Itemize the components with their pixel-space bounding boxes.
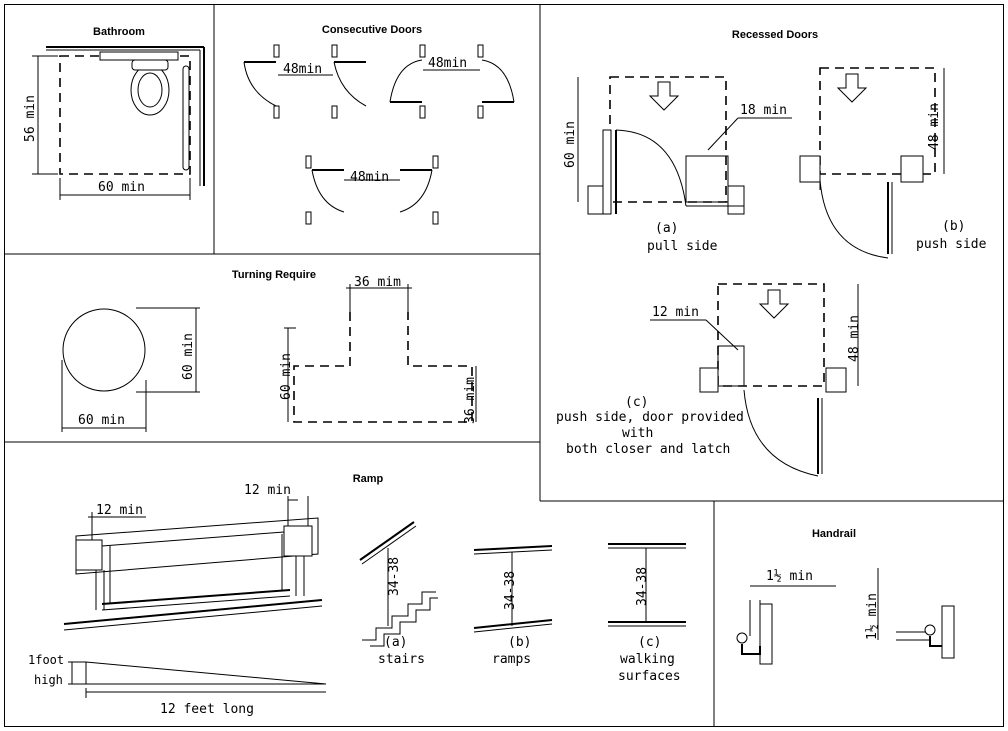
stairs-dim: 34-38 xyxy=(387,557,402,596)
t-right-dim: 36 mim xyxy=(463,377,478,424)
toilet-icon xyxy=(99,51,179,116)
walking-caption-2: surfaces xyxy=(618,669,681,684)
consecutive-dim-c: 48min xyxy=(350,170,389,185)
ramp-dim-left: 12 min xyxy=(96,503,143,518)
turning-circle-width: 60 min xyxy=(78,413,125,428)
direction-arrow-icon xyxy=(648,81,680,111)
stairs-caption: stairs xyxy=(378,652,425,667)
recessed-c-caption-3: both closer and latch xyxy=(566,442,730,457)
bathroom-panel: Bathroom 56 min 60 min xyxy=(23,26,205,200)
consecutive-dim-a: 48min xyxy=(283,62,322,77)
handrail-circle-left xyxy=(736,632,748,644)
slope-rise: 1foot xyxy=(28,653,64,667)
handrail-title: Handrail xyxy=(812,528,856,540)
turning-title: Turning Require xyxy=(232,269,316,281)
recessed-a-height: 60 min xyxy=(563,121,578,168)
turning-circle xyxy=(62,308,146,392)
recessed-c-offset: 12 min xyxy=(652,305,699,320)
walking-letter: (c) xyxy=(638,635,661,650)
grab-bar xyxy=(182,65,190,171)
recessed-doors-title: Recessed Doors xyxy=(732,29,818,41)
slope-run: 12 feet long xyxy=(160,702,254,717)
turning-circle-height: 60 min xyxy=(181,333,196,380)
stairs-letter: (a) xyxy=(384,635,407,650)
recessed-c-height: 48 min xyxy=(847,315,862,362)
ramps-letter: (b) xyxy=(508,635,531,650)
recessed-c-caption-2: with xyxy=(622,426,653,441)
t-turn-space xyxy=(293,312,473,423)
recessed-c-letter: (c) xyxy=(625,395,648,410)
recessed-doors-panel: Recessed Doors 60 min 18 min (a) pull si… xyxy=(556,29,987,477)
consecutive-doors-panel: Consecutive Doors 48min 48min 48min xyxy=(243,24,515,225)
t-top-dim: 36 mim xyxy=(354,275,401,290)
ramps-dim: 34-38 xyxy=(503,571,518,610)
panel-borders xyxy=(4,4,1004,727)
turning-panel: Turning Require 60 min 60 min 36 mim 60 … xyxy=(61,269,478,432)
walking-dim: 34-38 xyxy=(635,567,650,606)
consecutive-dim-b: 48min xyxy=(428,56,467,71)
handrail-dim-a: 1½ min xyxy=(766,569,813,584)
consecutive-doors-title: Consecutive Doors xyxy=(322,24,422,36)
recessed-c-caption-1: push side, door provided xyxy=(556,410,744,425)
handrail-circle-right xyxy=(924,624,936,636)
recessed-a-letter: (a) xyxy=(655,221,678,236)
ramp-panel: Ramp 12 min 12 min 1foot high 12 feet lo xyxy=(28,473,686,717)
recessed-a-caption: pull side xyxy=(647,239,718,254)
bathroom-height-dim: 56 min xyxy=(23,95,38,142)
handrail-dim-b: 1½ min xyxy=(865,593,880,640)
ramps-caption: ramps xyxy=(492,652,531,667)
recessed-b-letter: (b) xyxy=(942,219,965,234)
slope-rise-2: high xyxy=(34,673,63,687)
recessed-b-caption: push side xyxy=(916,237,987,252)
walking-caption-1: walking xyxy=(620,652,675,667)
slope-triangle xyxy=(85,661,327,685)
ramp-dim-right: 12 min xyxy=(244,483,291,498)
recessed-a-offset: 18 min xyxy=(740,103,787,118)
t-left-dim: 60 min xyxy=(279,353,294,400)
bathroom-clear-space xyxy=(59,55,191,175)
handrail-panel: Handrail 1½ min 1½ min xyxy=(736,528,955,665)
ramp-title: Ramp xyxy=(353,473,384,485)
recessed-b-height: 48 min xyxy=(927,103,942,150)
bathroom-width-dim: 60 min xyxy=(98,180,145,195)
bathroom-title: Bathroom xyxy=(93,26,145,38)
